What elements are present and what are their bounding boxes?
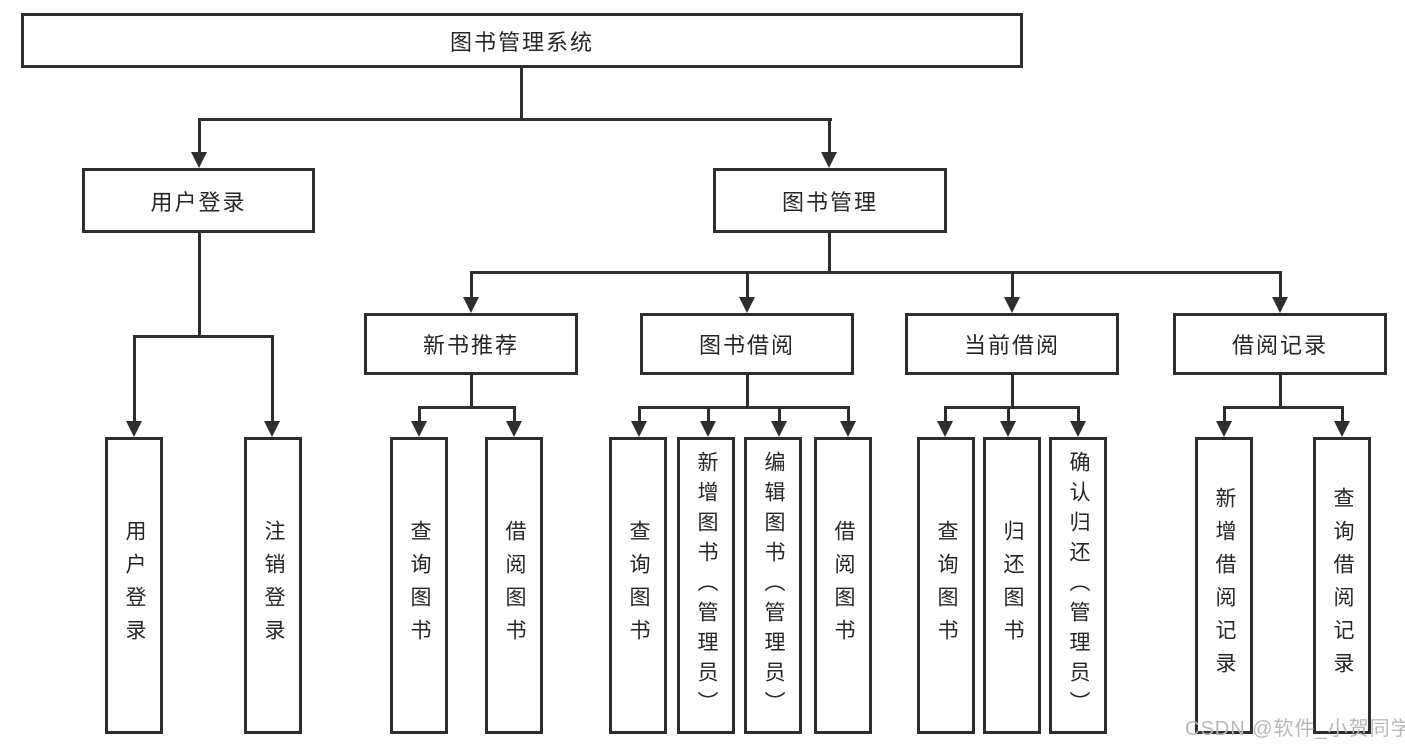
connector-user-login-stub — [198, 233, 201, 337]
leaf-a-user-login-label: 用户登录 — [123, 519, 146, 652]
connector-l2-junction — [198, 118, 832, 121]
arrow-down-icon — [821, 152, 837, 168]
connector-drop-book-management — [828, 118, 831, 153]
node-current-borrowing: 当前借阅 — [905, 313, 1119, 375]
arrow-down-icon — [937, 421, 953, 437]
node-borrowing-records: 借阅记录 — [1173, 313, 1387, 375]
connector-drop-b2 — [513, 406, 516, 422]
leaf-e-add-borrow-record: 新增借阅记录 — [1195, 437, 1253, 734]
arrow-down-icon — [1000, 421, 1016, 437]
connector-drop-current-borrowing — [1011, 271, 1014, 299]
leaf-b-borrow-books: 借阅图书 — [485, 437, 543, 734]
node-book-management-label: 图书管理 — [781, 189, 878, 215]
arrow-down-icon — [126, 421, 142, 437]
connector-drop-c4 — [847, 406, 850, 422]
leaf-e-query-borrow-record: 查询借阅记录 — [1313, 437, 1371, 734]
arrow-down-icon — [739, 297, 755, 313]
connector-drop-e2 — [1341, 406, 1344, 422]
leaf-c-borrow-books: 借阅图书 — [814, 437, 872, 734]
node-borrowing-records-label: 借阅记录 — [1231, 333, 1328, 358]
arrow-down-icon — [506, 421, 522, 437]
leaf-c-edit-book-admin: 编辑图书（管理员） — [744, 437, 802, 734]
connector-drop-c1 — [638, 406, 641, 422]
connector-book-management-stub — [828, 233, 831, 274]
arrow-down-icon — [264, 421, 280, 437]
arrow-down-icon — [631, 421, 647, 437]
arrow-down-icon — [191, 152, 207, 168]
connector-drop-c2 — [707, 406, 710, 422]
connector-drop-d1 — [944, 406, 947, 422]
connector-drop-d3 — [1077, 406, 1080, 422]
connector-e-stub — [1279, 375, 1282, 409]
leaf-d-query-books: 查询图书 — [917, 437, 975, 734]
node-new-book-recommend: 新书推荐 — [364, 313, 578, 375]
leaf-d-return-books-label: 归还图书 — [1001, 519, 1024, 652]
leaf-a-logout: 注销登录 — [244, 437, 302, 734]
leaf-d-confirm-return-admin-label: 确认归还（管理员） — [1067, 450, 1090, 721]
node-current-borrowing-label: 当前借阅 — [963, 333, 1060, 358]
connector-drop-b1 — [418, 406, 421, 422]
leaf-b-query-books-label: 查询图书 — [408, 519, 431, 652]
leaf-c-query-books-label: 查询图书 — [627, 519, 650, 652]
connector-drop-user-login — [198, 118, 201, 153]
connector-c-stub — [746, 375, 749, 409]
arrow-down-icon — [1334, 421, 1350, 437]
connector-root-stub — [520, 68, 523, 119]
arrow-down-icon — [700, 421, 716, 437]
leaf-e-add-borrow-record-label: 新增借阅记录 — [1213, 486, 1236, 685]
connector-b-stub — [470, 375, 473, 409]
connector-drop-new-book-recommend — [470, 271, 473, 299]
leaf-a-logout-label: 注销登录 — [262, 519, 285, 652]
node-root-label: 图书管理系统 — [449, 29, 594, 55]
node-new-book-recommend-label: 新书推荐 — [422, 333, 519, 358]
node-book-borrowing: 图书借阅 — [640, 313, 854, 375]
connector-drop-a2 — [271, 335, 274, 422]
connector-d-junction — [944, 406, 1079, 409]
connector-a-junction — [133, 335, 274, 338]
leaf-c-borrow-books-label: 借阅图书 — [832, 519, 855, 652]
leaf-a-user-login: 用户登录 — [105, 437, 163, 734]
leaf-d-query-books-label: 查询图书 — [935, 519, 958, 652]
connector-l3-junction — [470, 271, 1282, 274]
leaf-c-edit-book-admin-label: 编辑图书（管理员） — [762, 450, 785, 721]
connector-c-junction — [638, 406, 849, 409]
arrow-down-icon — [1004, 297, 1020, 313]
leaf-b-borrow-books-label: 借阅图书 — [503, 519, 526, 652]
connector-b-junction — [418, 406, 516, 409]
connector-drop-a1 — [133, 335, 136, 422]
leaf-c-add-book-admin: 新增图书（管理员） — [677, 437, 735, 734]
arrow-down-icon — [771, 421, 787, 437]
node-user-login: 用户登录 — [82, 168, 315, 233]
node-root: 图书管理系统 — [21, 13, 1023, 68]
connector-drop-book-borrowing — [746, 271, 749, 299]
arrow-down-icon — [411, 421, 427, 437]
connector-e-junction — [1223, 406, 1343, 409]
arrow-down-icon — [1216, 421, 1232, 437]
connector-drop-d2 — [1007, 406, 1010, 422]
node-book-management: 图书管理 — [713, 168, 947, 233]
leaf-c-query-books: 查询图书 — [609, 437, 667, 734]
connector-d-stub — [1011, 375, 1014, 409]
node-book-borrowing-label: 图书借阅 — [698, 333, 795, 358]
arrow-down-icon — [840, 421, 856, 437]
leaf-e-query-borrow-record-label: 查询借阅记录 — [1331, 486, 1354, 685]
node-user-login-label: 用户登录 — [150, 189, 247, 215]
connector-drop-borrowing-records — [1279, 271, 1282, 299]
arrow-down-icon — [1070, 421, 1086, 437]
arrow-down-icon — [463, 297, 479, 313]
leaf-b-query-books: 查询图书 — [390, 437, 448, 734]
leaf-d-return-books: 归还图书 — [983, 437, 1041, 734]
leaf-d-confirm-return-admin: 确认归还（管理员） — [1049, 437, 1107, 734]
connector-drop-e1 — [1223, 406, 1226, 422]
connector-drop-c3 — [778, 406, 781, 422]
arrow-down-icon — [1272, 297, 1288, 313]
leaf-c-add-book-admin-label: 新增图书（管理员） — [695, 450, 718, 721]
watermark: CSDN @软件_小贺同学 — [1185, 718, 1405, 740]
